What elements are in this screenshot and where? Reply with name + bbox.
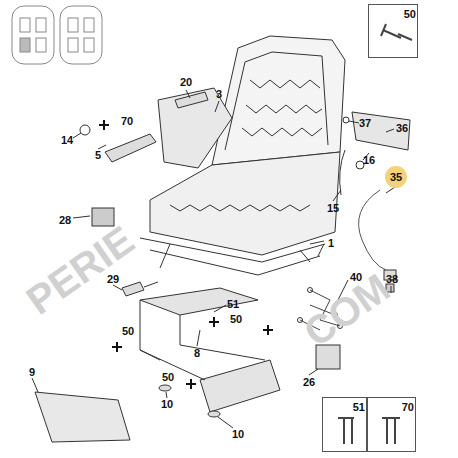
callout-number: 50 — [122, 326, 134, 337]
callout-number: 5 — [95, 150, 101, 161]
callout-number: 10 — [161, 399, 173, 410]
callout-number: 50 — [404, 9, 416, 20]
callout-number: 50 — [230, 314, 242, 325]
callout-number: 38 — [386, 274, 398, 285]
callout-number: 50 — [162, 372, 174, 383]
callout-number: 3 — [216, 89, 222, 100]
callout-number: 14 — [61, 135, 73, 146]
callout-number: 40 — [350, 272, 362, 283]
callout-number: 70 — [121, 116, 133, 127]
callout-number: 51 — [227, 299, 239, 310]
callout-number: 70 — [402, 402, 414, 413]
callout-number: 26 — [303, 377, 315, 388]
callout-number: 8 — [194, 348, 200, 359]
callout-number: 1 — [328, 238, 334, 249]
callout-number: 9 — [29, 367, 35, 378]
callout-number: 10 — [232, 429, 244, 440]
callout-number: 36 — [396, 123, 408, 134]
callout-number: 29 — [107, 274, 119, 285]
callout-number: 16 — [363, 155, 375, 166]
watermark: PERIE — [19, 219, 140, 321]
callout-number: 15 — [327, 203, 339, 214]
callout-number: 35 — [390, 172, 402, 183]
callout-number: 28 — [59, 215, 71, 226]
callout-number: 20 — [180, 77, 192, 88]
highlight-circle: 35 — [385, 166, 407, 188]
part-box: 50 — [368, 4, 418, 58]
part-box: 51 — [322, 397, 367, 452]
part-box: 70 — [367, 397, 416, 452]
watermark: COM — [297, 267, 396, 353]
callout-number: 51 — [353, 402, 365, 413]
callout-number: 37 — [359, 118, 371, 129]
